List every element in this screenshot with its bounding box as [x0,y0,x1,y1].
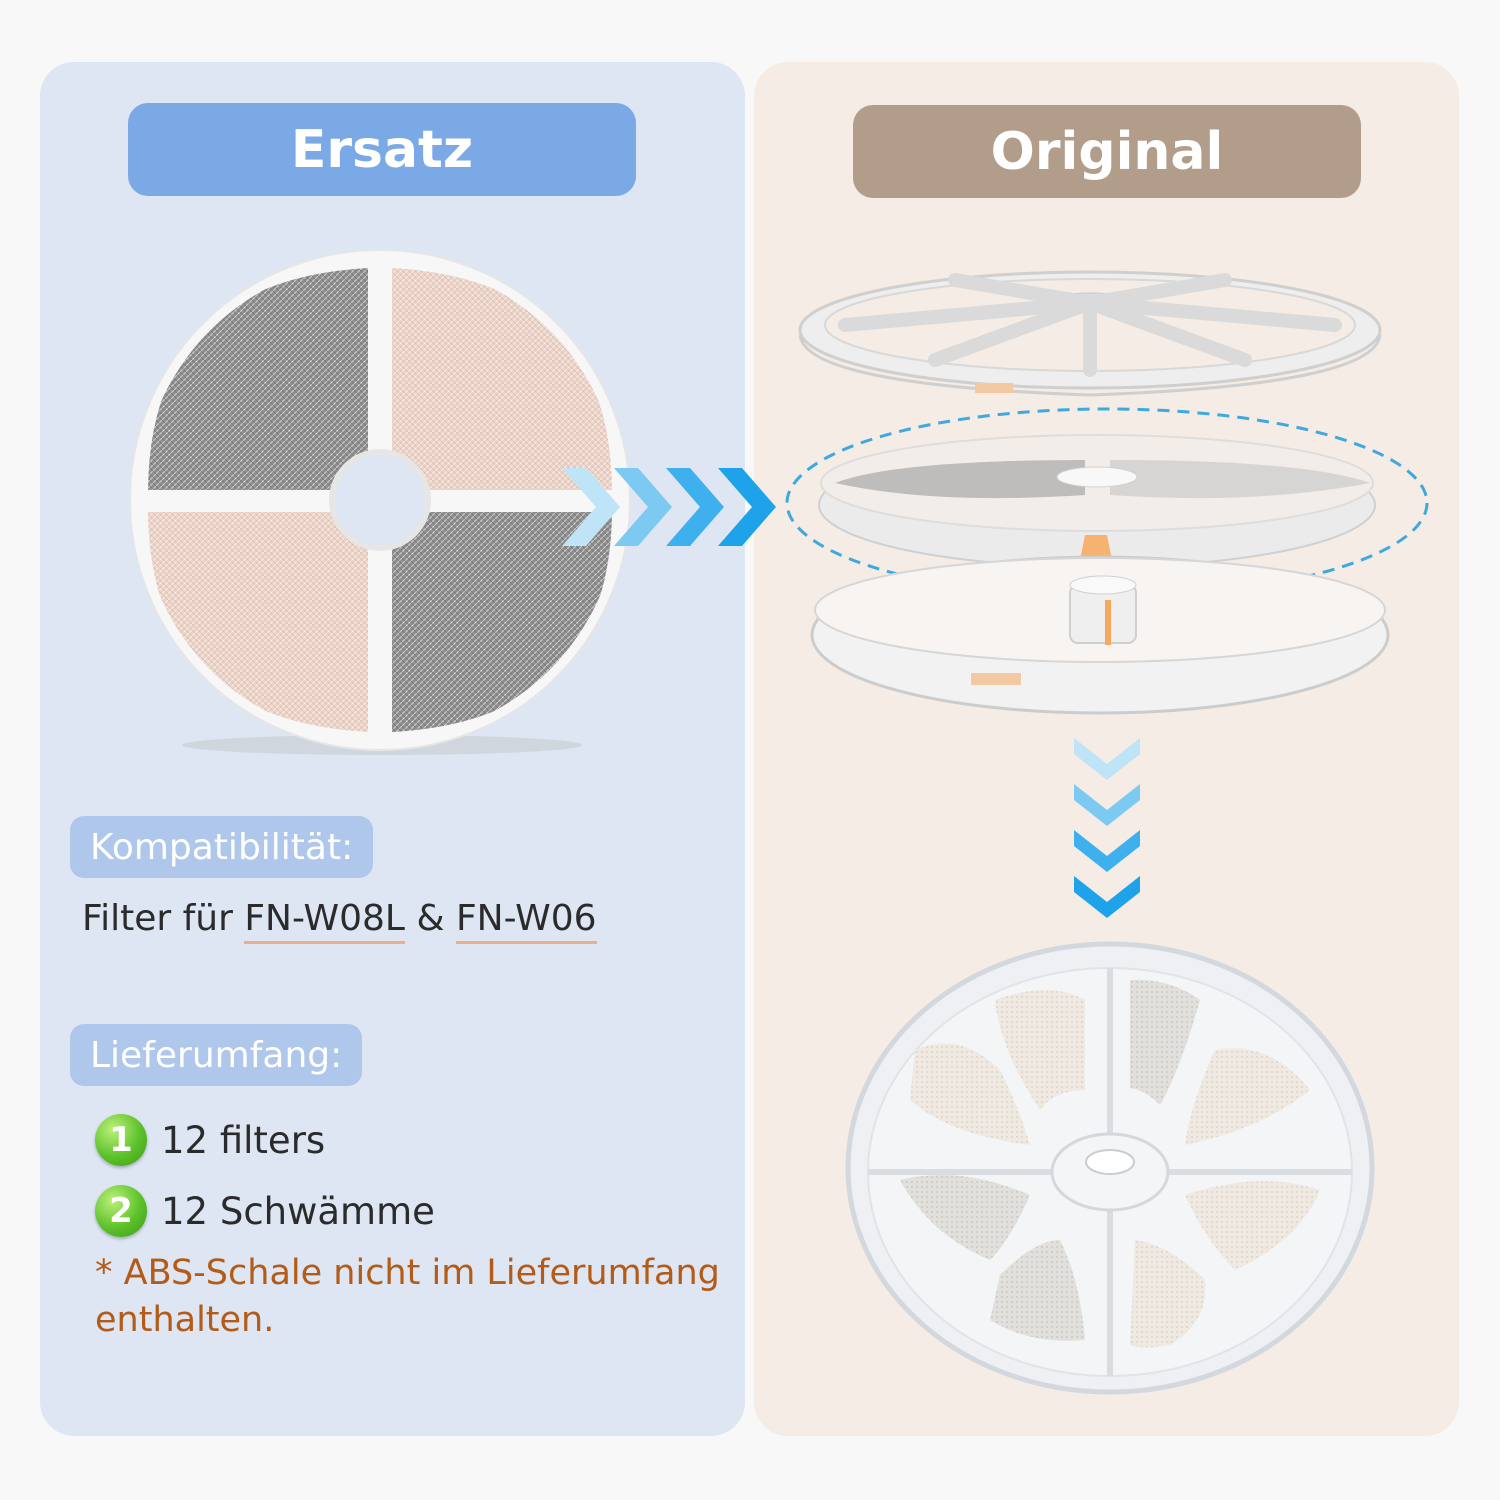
middle-filter [818,434,1376,575]
original-filter-assembly-image [785,270,1429,715]
replacement-filter-image [129,249,631,755]
list-item-text: 12 Schwämme [161,1189,435,1233]
number-badge: 1 [95,1114,147,1166]
compatibility-prefix: Filter für [82,898,233,939]
arrow-right-chevrons-icon [562,468,776,546]
top-lid [798,270,1382,397]
list-item-text: 12 filters [161,1118,326,1162]
compatibility-text: Filter für FN-W08L & FN-W06 [82,898,597,944]
bottom-tray [810,555,1390,715]
sponge-tray-image [845,941,1375,1395]
number-badge: 2 [95,1185,147,1237]
list-item: 2 12 Schwämme [95,1185,435,1237]
sponge-pieces [900,979,1320,1348]
delivery-note: * ABS-Schale nicht im Lieferumfang entha… [95,1253,720,1340]
replacement-label: Ersatz [128,103,636,196]
model-fn-w08l: FN-W08L [244,898,405,944]
compatibility-heading: Kompatibilität: [70,816,374,878]
compatibility-joiner: & [416,898,445,939]
arrow-down-chevrons-icon [1074,738,1140,918]
list-item: 1 12 filters [95,1114,325,1166]
original-label: Original [853,105,1361,198]
model-fn-w06: FN-W06 [455,898,597,944]
delivery-heading: Lieferumfang: [70,1024,363,1086]
